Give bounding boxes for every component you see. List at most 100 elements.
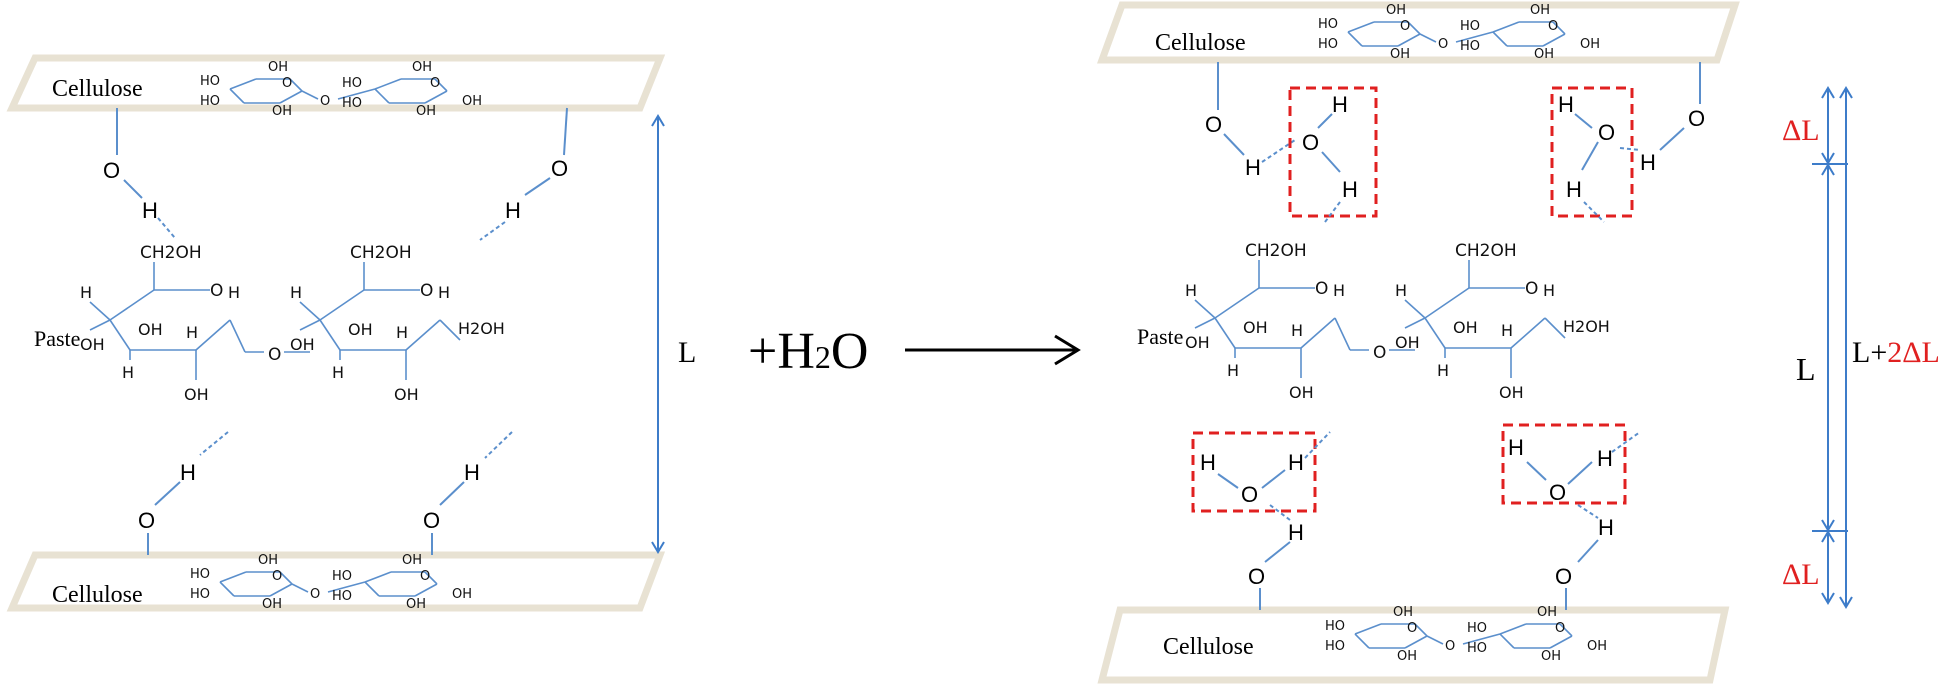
bond-line xyxy=(299,301,321,321)
atom-h: H xyxy=(1597,446,1613,471)
bond-line xyxy=(1455,31,1494,43)
atom-h: H xyxy=(1342,177,1358,202)
bond-line xyxy=(109,289,155,321)
bond-line xyxy=(1419,33,1437,43)
water-highlight-box xyxy=(1191,431,1317,513)
atom-h: H xyxy=(1640,150,1656,175)
bond-line xyxy=(1414,623,1428,637)
atom-o: O xyxy=(1400,19,1410,34)
bond-line xyxy=(1347,21,1375,33)
bond-line xyxy=(154,481,181,506)
atom-oh: OH xyxy=(1499,383,1524,402)
arrowhead xyxy=(1821,592,1835,605)
atom-o: O xyxy=(1549,480,1566,505)
atom-h: H xyxy=(1245,155,1261,180)
atom-ch2oh: CH2OH xyxy=(1245,241,1307,261)
arrowhead xyxy=(1839,86,1853,99)
atom-oh: OH xyxy=(1289,383,1314,402)
bond-line xyxy=(1397,33,1421,47)
atom-oh: OH xyxy=(138,320,163,339)
atom-oh: OH xyxy=(262,597,282,612)
bond-line xyxy=(229,78,257,90)
atom-ho: HO xyxy=(342,76,362,91)
arrowhead xyxy=(651,114,665,127)
bond-line xyxy=(319,289,365,321)
atom-h: H xyxy=(1598,515,1614,540)
atom-h: H xyxy=(1200,450,1216,475)
atom-o: O xyxy=(1555,564,1572,589)
atom-oh: OH xyxy=(1587,639,1607,654)
left-top-plate xyxy=(6,54,666,112)
water-highlight-box xyxy=(1501,423,1627,505)
arrowhead xyxy=(1821,530,1835,543)
bond-line xyxy=(279,90,303,104)
atom-h2oh: H2OH xyxy=(1563,317,1610,336)
bond-line xyxy=(1581,141,1599,171)
left-distance-label: L xyxy=(678,336,696,369)
bond-line xyxy=(1354,633,1370,649)
atom-h: H xyxy=(180,460,196,485)
bond-line xyxy=(1347,31,1363,47)
bond-line xyxy=(269,583,293,597)
bond-line xyxy=(1559,623,1573,637)
hydrogen-bond-dashed xyxy=(199,431,229,456)
atom-oh: OH xyxy=(184,385,209,404)
atom-h: H xyxy=(1508,435,1524,460)
atom-oh: OH xyxy=(1386,3,1406,18)
atom-ho: HO xyxy=(1318,37,1338,52)
hydrogen-bond-dashed xyxy=(1583,201,1605,223)
bond-line xyxy=(1214,287,1260,319)
atom-oh: OH xyxy=(406,597,426,612)
bond-line xyxy=(1492,31,1508,47)
atom-o: O xyxy=(430,76,440,91)
atom-oh: OH xyxy=(1541,649,1561,664)
atom-ho: HO xyxy=(1467,621,1487,636)
atom-h: H xyxy=(1288,450,1304,475)
bond-line xyxy=(439,319,461,341)
arrowhead xyxy=(1821,86,1835,99)
arrowhead xyxy=(1821,519,1835,532)
atom-h: H xyxy=(1437,361,1449,380)
atom-o: O xyxy=(103,158,120,183)
left-bottom-plate xyxy=(6,551,666,612)
bond-line xyxy=(195,319,231,351)
bond-line xyxy=(424,90,448,104)
left-top-plate-label: Cellulose xyxy=(52,76,143,102)
bond-line xyxy=(1567,461,1593,485)
atom-o: O xyxy=(1445,639,1455,654)
delta-bottom-label: ΔL xyxy=(1782,558,1820,591)
atom-o: O xyxy=(1548,19,1558,34)
atom-o: O xyxy=(1438,37,1448,52)
bond-line xyxy=(1526,461,1547,481)
atom-oh: OH xyxy=(258,553,278,568)
bond-line xyxy=(1404,317,1426,329)
bond-line xyxy=(1549,635,1573,649)
atom-o: O xyxy=(1598,120,1615,145)
bond-line xyxy=(1499,633,1515,649)
bond-line xyxy=(1462,633,1501,645)
atom-ho: HO xyxy=(342,96,362,111)
bond-line xyxy=(1261,469,1286,489)
atom-oh: OH xyxy=(272,104,292,119)
bond-line xyxy=(1542,33,1566,47)
atom-o: O xyxy=(1407,621,1417,636)
atom-h: H xyxy=(142,198,158,223)
atom-ho: HO xyxy=(1325,619,1345,634)
atom-ho: HO xyxy=(332,569,352,584)
atom-o: O xyxy=(1302,130,1319,155)
atom-o: O xyxy=(423,508,440,533)
atom-oh: OH xyxy=(1185,333,1210,352)
atom-ho: HO xyxy=(200,74,220,89)
atom-o: O xyxy=(1688,106,1705,131)
atom-oh: OH xyxy=(416,104,436,119)
delta-top-label: ΔL xyxy=(1782,114,1820,147)
water-highlight-box xyxy=(1550,86,1634,218)
atom-h: H xyxy=(1185,281,1197,300)
